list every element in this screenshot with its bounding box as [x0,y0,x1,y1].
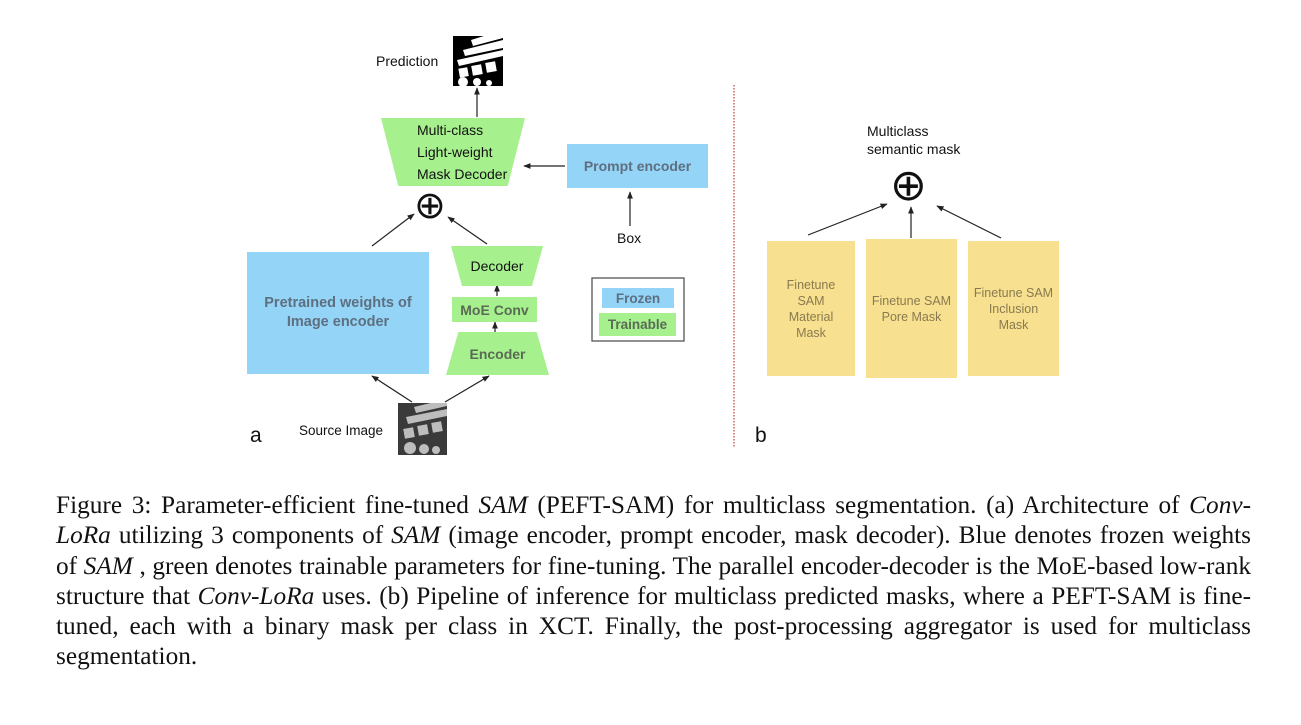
legend-frame [591,277,685,342]
figure-caption: Figure 3: Parameter-efficient fine-tuned… [56,490,1251,672]
decoder-label: Decoder [470,258,524,274]
aggregator-symbol-a: ⊕ [414,185,446,227]
pore-line-2: Pore Mask [881,309,942,324]
inclusion-line-3: Mask [998,317,1029,332]
prediction-label: Prediction [376,53,439,69]
legend-frozen: Frozen [602,288,674,308]
moe-conv: MoE Conv [452,297,537,322]
caption-text: Figure 3: Parameter-efficient fine-tuned [56,491,479,519]
lora-encoder: Encoder [446,332,549,375]
figure-diagram: Prediction Multi-class Light-weight Mask… [247,36,1059,455]
caption-text: , green denotes trainable parameters for… [56,551,1251,610]
image-encoder-line-2: Image encoder [286,314,390,330]
caption-text: uses. (b) Pipeline of inference for mult… [56,581,1251,671]
caption-italic-term: Conv-LoRa [197,581,315,610]
caption-italic-term: SAM [478,491,528,519]
multiclass-mask-line-1: Multiclass [867,123,929,139]
prediction-image [453,36,503,86]
arrow-inclusion-to-sum [936,205,1002,239]
mask-decoder: Multi-class Light-weight Mask Decoder [381,118,525,186]
pore-line-1: Finetune SAM [871,293,952,308]
multiclass-mask-label: Multiclass semantic mask [867,122,960,158]
caption-text: (image encoder, prompt encoder, mask dec… [56,521,1252,580]
aggregator-symbol-b: ⊕ [890,161,927,210]
material-line-1: Finetune [786,277,836,292]
mask-decoder-line-2: Light-weight [417,144,493,160]
lora-decoder: Decoder [451,246,543,286]
prompt-encoder: Prompt encoder [567,144,708,188]
moe-conv-label: MoE Conv [460,301,529,318]
panel-label-a: a [250,424,262,447]
inclusion-line-2: Inclusion [988,301,1039,316]
source-image-label: Source Image [299,423,384,438]
caption-italic-term: SAM [391,521,441,550]
legend-frozen-label: Frozen [615,290,661,306]
mask-decoder-line-3: Mask Decoder [417,166,508,182]
arrow-source-to-image-encoder [371,375,413,403]
material-line-3: Material [788,309,834,324]
caption-italic-term: Conv-LoRa [56,491,1251,550]
finetune-inclusion-box: Finetune SAM Inclusion Mask [968,241,1059,376]
legend-trainable: Trainable [599,313,676,336]
source-image [398,403,447,455]
material-line-2: SAM [797,293,825,308]
image-encoder: Pretrained weights of Image encoder [247,252,429,374]
finetune-material-box: Finetune SAM Material Mask [767,241,855,376]
finetune-pore-box: Finetune SAM Pore Mask [866,239,957,378]
inclusion-line-1: Finetune SAM [973,285,1054,300]
arrow-decoder-to-sum [447,216,488,245]
panel-label-b: b [755,424,767,447]
legend-trainable-label: Trainable [607,317,668,332]
caption-text: utilizing 3 components of [110,521,392,550]
material-line-4: Mask [796,325,826,340]
multiclass-mask-line-2: semantic mask [867,141,961,157]
connector-layer [371,85,1002,448]
arrow-image-encoder-to-sum [371,213,415,247]
arrow-material-to-sum [807,203,888,236]
caption-italic-term: SAM [83,551,133,580]
encoder-label: Encoder [469,345,526,362]
arrow-source-to-encoder [444,375,490,403]
mask-decoder-line-1: Multi-class [417,122,484,138]
prompt-encoder-label: Prompt encoder [583,158,692,174]
image-encoder-line-1: Pretrained weights of [264,295,412,311]
box-label: Box [617,230,642,246]
caption-text: (PEFT-SAM) for multiclass segmentation. … [527,491,1190,519]
